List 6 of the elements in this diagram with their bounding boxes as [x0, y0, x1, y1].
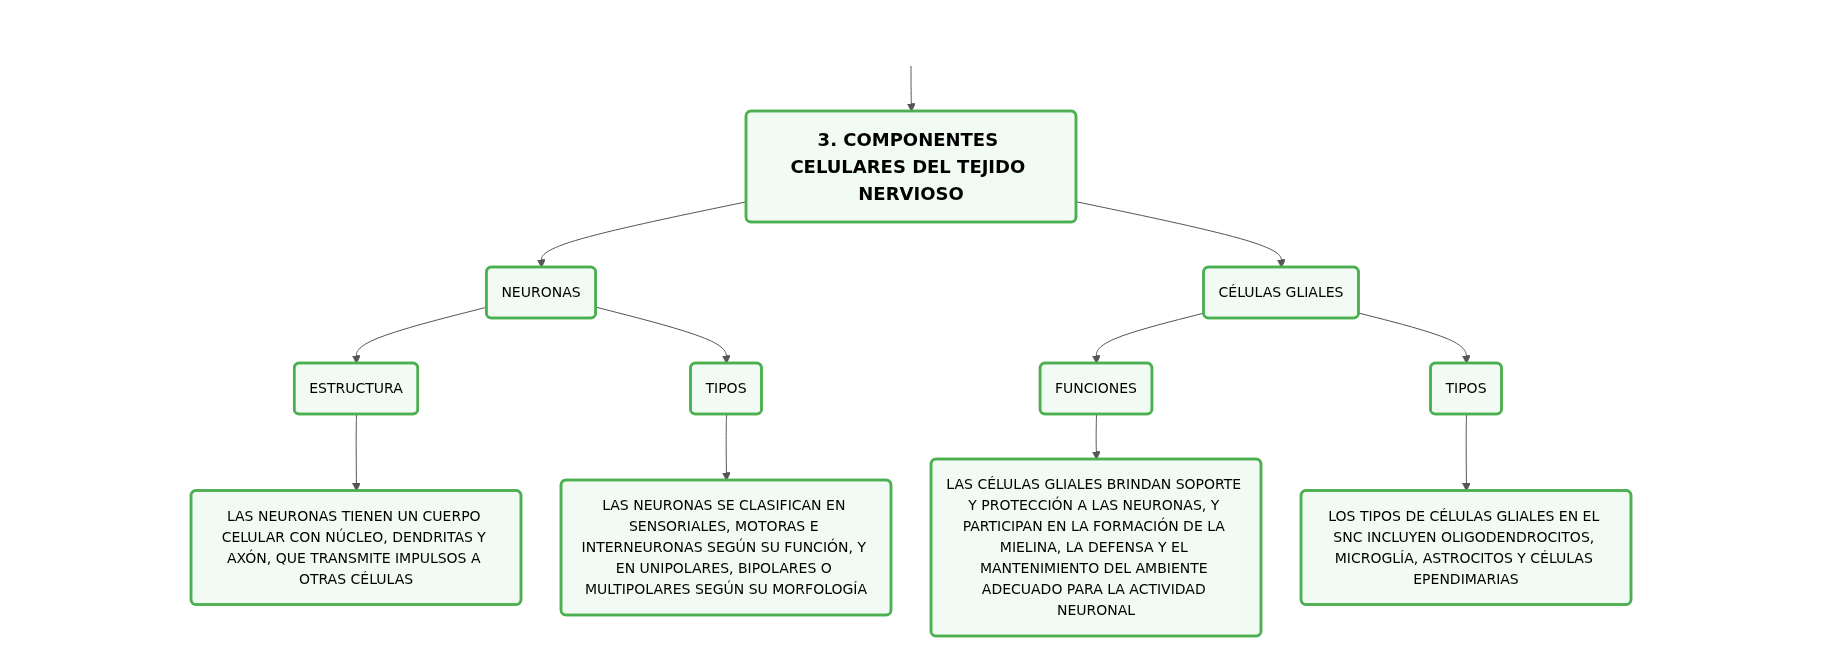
- arrow: [906, 65, 916, 112]
- arrow: [1075, 201, 1286, 268]
- arrow: [1091, 414, 1101, 460]
- arrow: [595, 306, 731, 364]
- arrow: [1357, 312, 1471, 364]
- arrow: [721, 414, 731, 481]
